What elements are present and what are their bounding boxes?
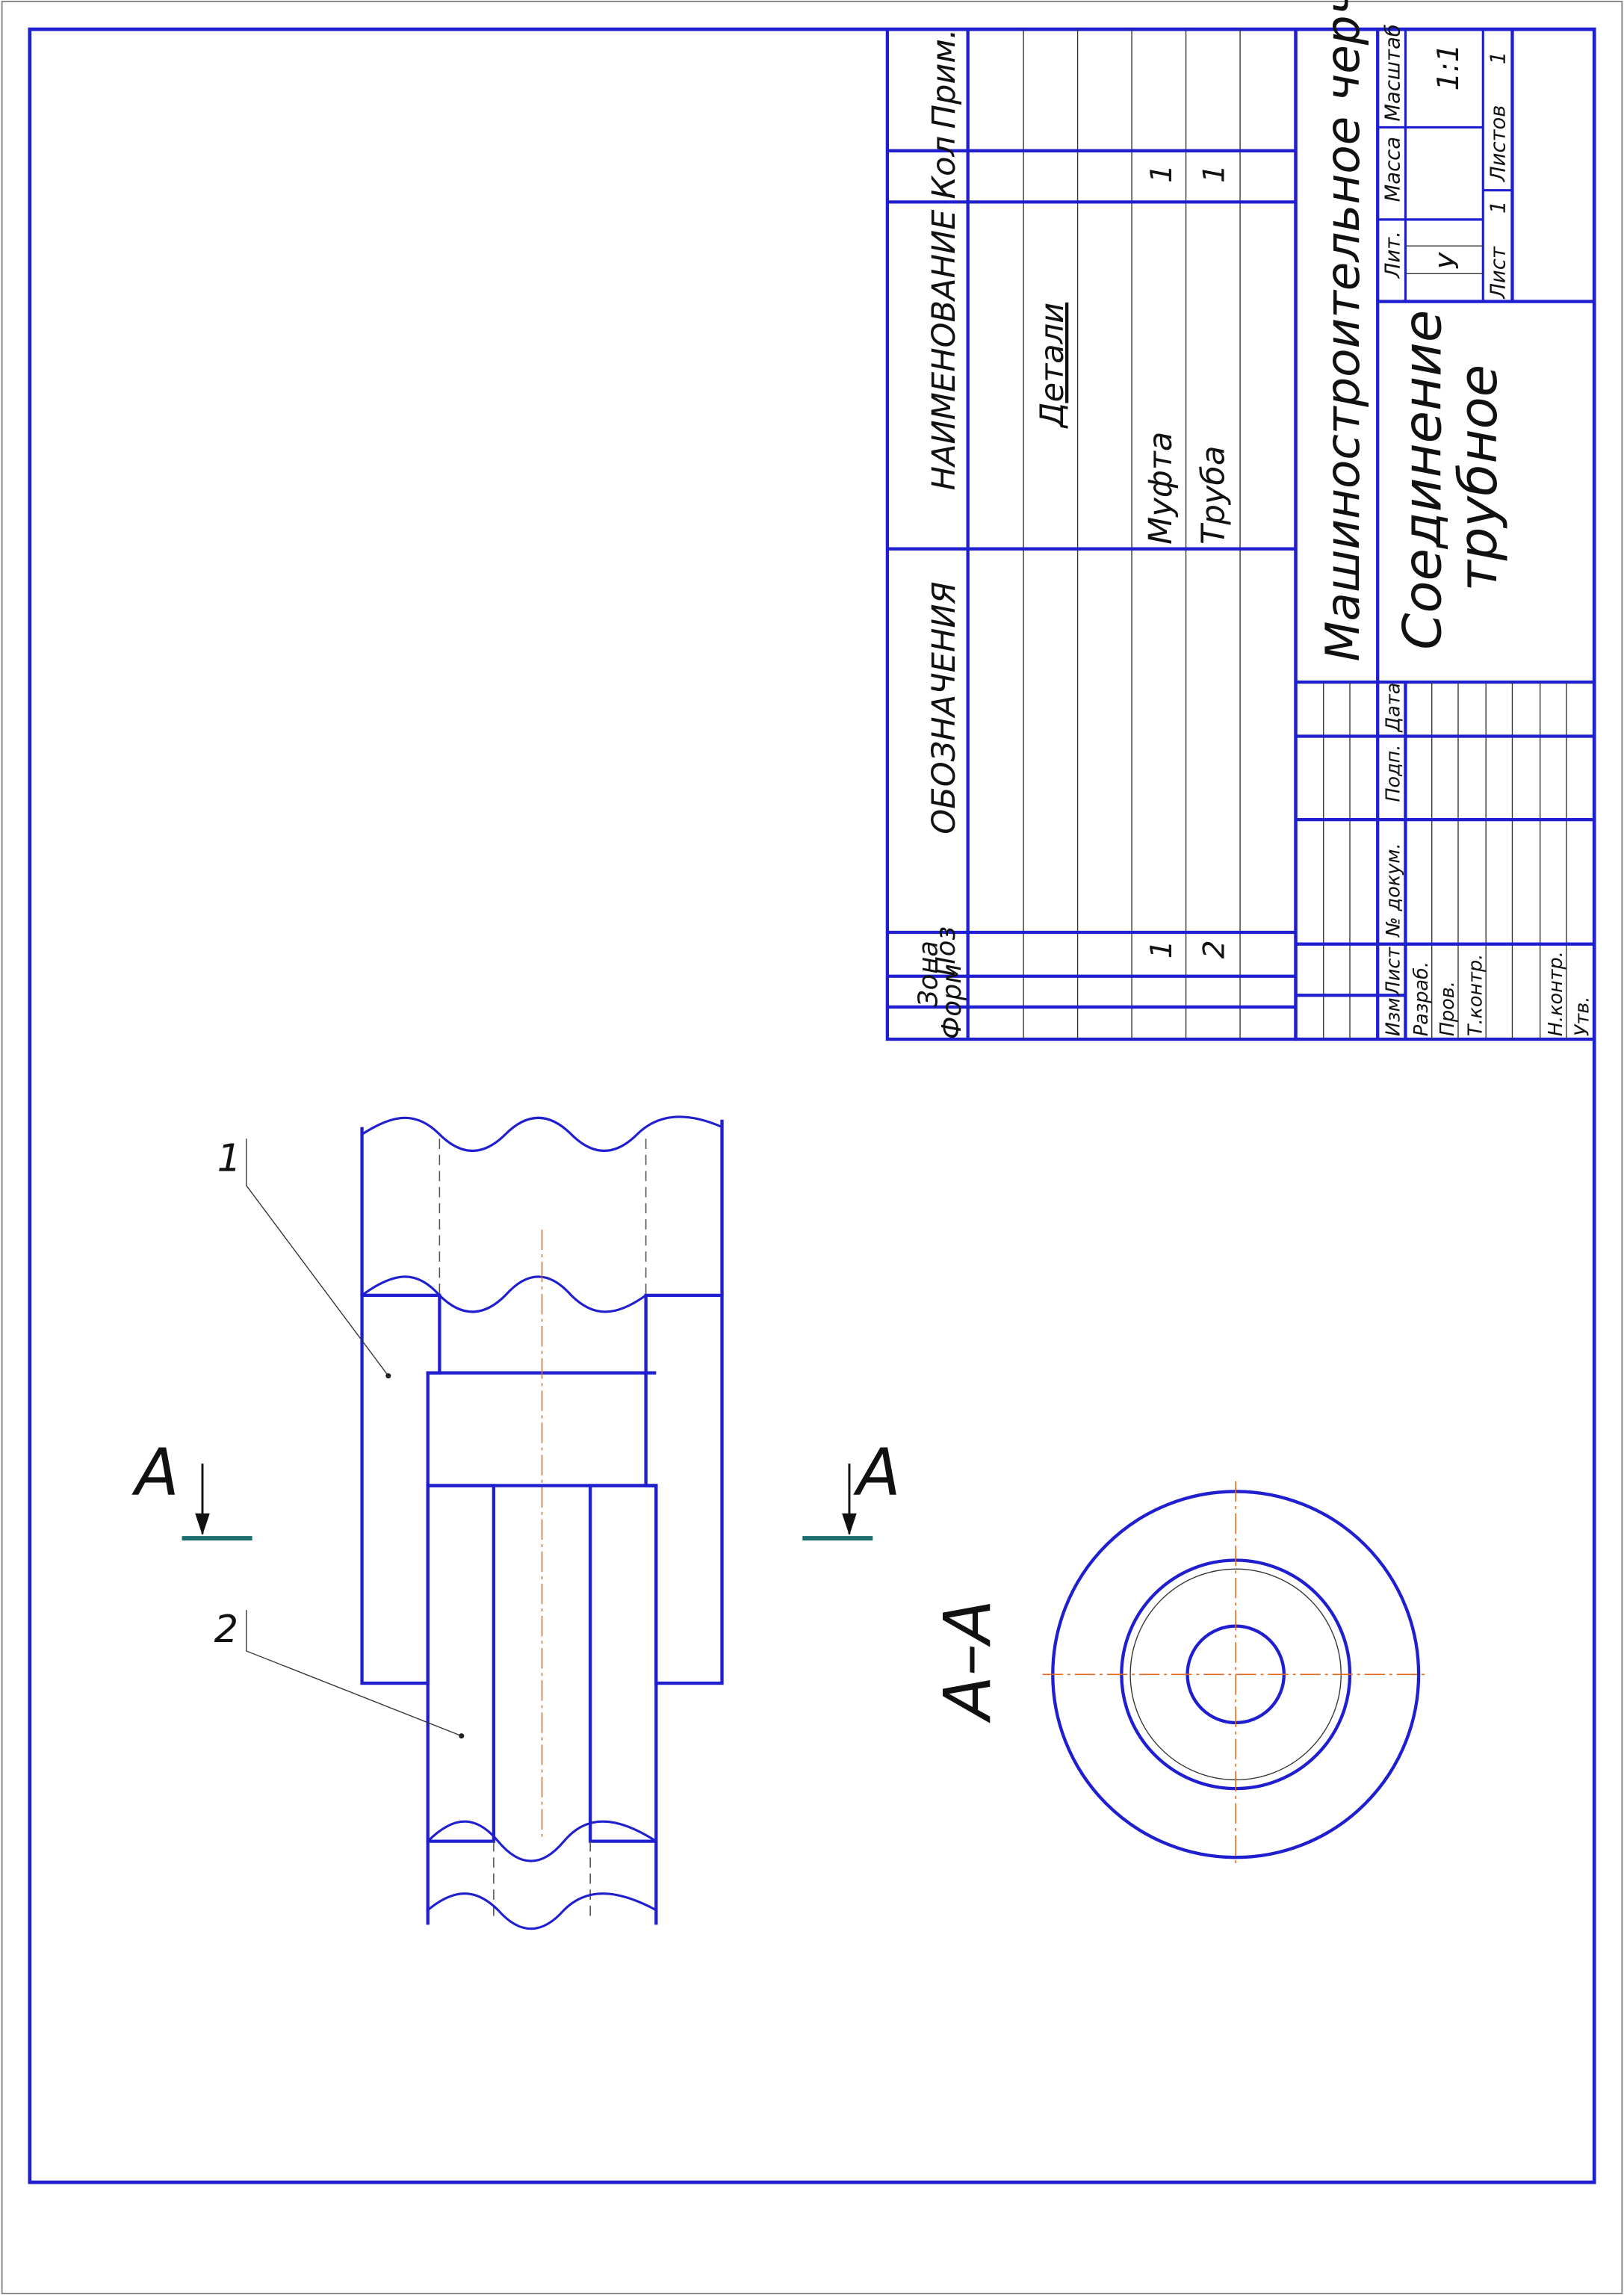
col-izm: Изм [1383,997,1405,1036]
pipe-wall-right [589,1484,658,1843]
sheets-value: 1 [1487,52,1510,64]
row-2-qty: 1 [1198,164,1232,183]
row-2-pos: 2 [1198,940,1232,958]
section-title: А–А [931,1599,1005,1723]
section-heading: Детали [1034,303,1071,429]
title-line-1: Соединение [1392,310,1453,650]
leader-2: 2 [214,1608,465,1739]
break-line-top [361,1115,723,1152]
specification-table: Прим. Кол НАИМЕНОВАНИЕ ОБОЗНАЧЕНИЯ Поз З… [885,28,1298,1041]
row-1-qty: 1 [1145,164,1179,183]
row-1-name: Муфта [1142,432,1180,545]
pipe-wall-left [426,1484,496,1843]
scale-label: Масштаб [1382,24,1405,121]
lit-value: У [1434,251,1465,269]
main-view [360,1115,724,1930]
row-2-name: Труба [1195,446,1233,545]
col-doc: № докум. [1383,843,1405,938]
sheet-label: Лист [1487,246,1510,299]
callout-1-label: 1 [217,1136,241,1180]
sheets-label: Листов [1487,105,1510,182]
section-letter-left: А [131,1435,179,1510]
title-block: Машиностроительное черчение Соединение т… [1294,0,1596,1041]
section-mark-right: А [802,1435,901,1541]
title-line-2: трубное [1448,365,1509,592]
col-date: Дата [1383,683,1405,733]
row-1-pos: 1 [1145,940,1179,958]
section-letter-right: А [853,1435,901,1510]
col-sign: Подп. [1383,745,1405,802]
role-tcontrol: Т.контр. [1464,954,1487,1036]
header-zone: Зона [914,941,944,1007]
scale-value: 1:1 [1432,43,1466,90]
lit-label: Лит. [1382,231,1405,279]
role-approved: Утв. [1571,997,1593,1036]
leader-1: 1 [217,1136,391,1379]
header-qty: Кол [926,136,963,199]
callout-2-label: 2 [214,1608,238,1652]
drawing-frame [28,27,1596,2184]
col-list: Лист [1383,947,1405,997]
break-line-bottom [427,1820,657,1862]
section-view [1042,1481,1429,1865]
sheet-value: 1 [1487,201,1510,214]
header-pos: Поз [931,926,961,976]
header-note: Прим. [926,28,963,128]
role-checker: Пров. [1437,981,1459,1036]
header-format: Форм [937,964,967,1039]
role-developer: Разраб. [1410,961,1433,1036]
role-ncontrol: Н.контр. [1545,951,1567,1036]
header-name: НАИМЕНОВАНИЕ [926,209,963,491]
section-mark-left: А [131,1435,252,1541]
mass-label: Масса [1382,137,1405,202]
organization-name: Машиностроительное черчение [1315,0,1370,662]
header-designation: ОБОЗНАЧЕНИЯ [926,581,963,834]
